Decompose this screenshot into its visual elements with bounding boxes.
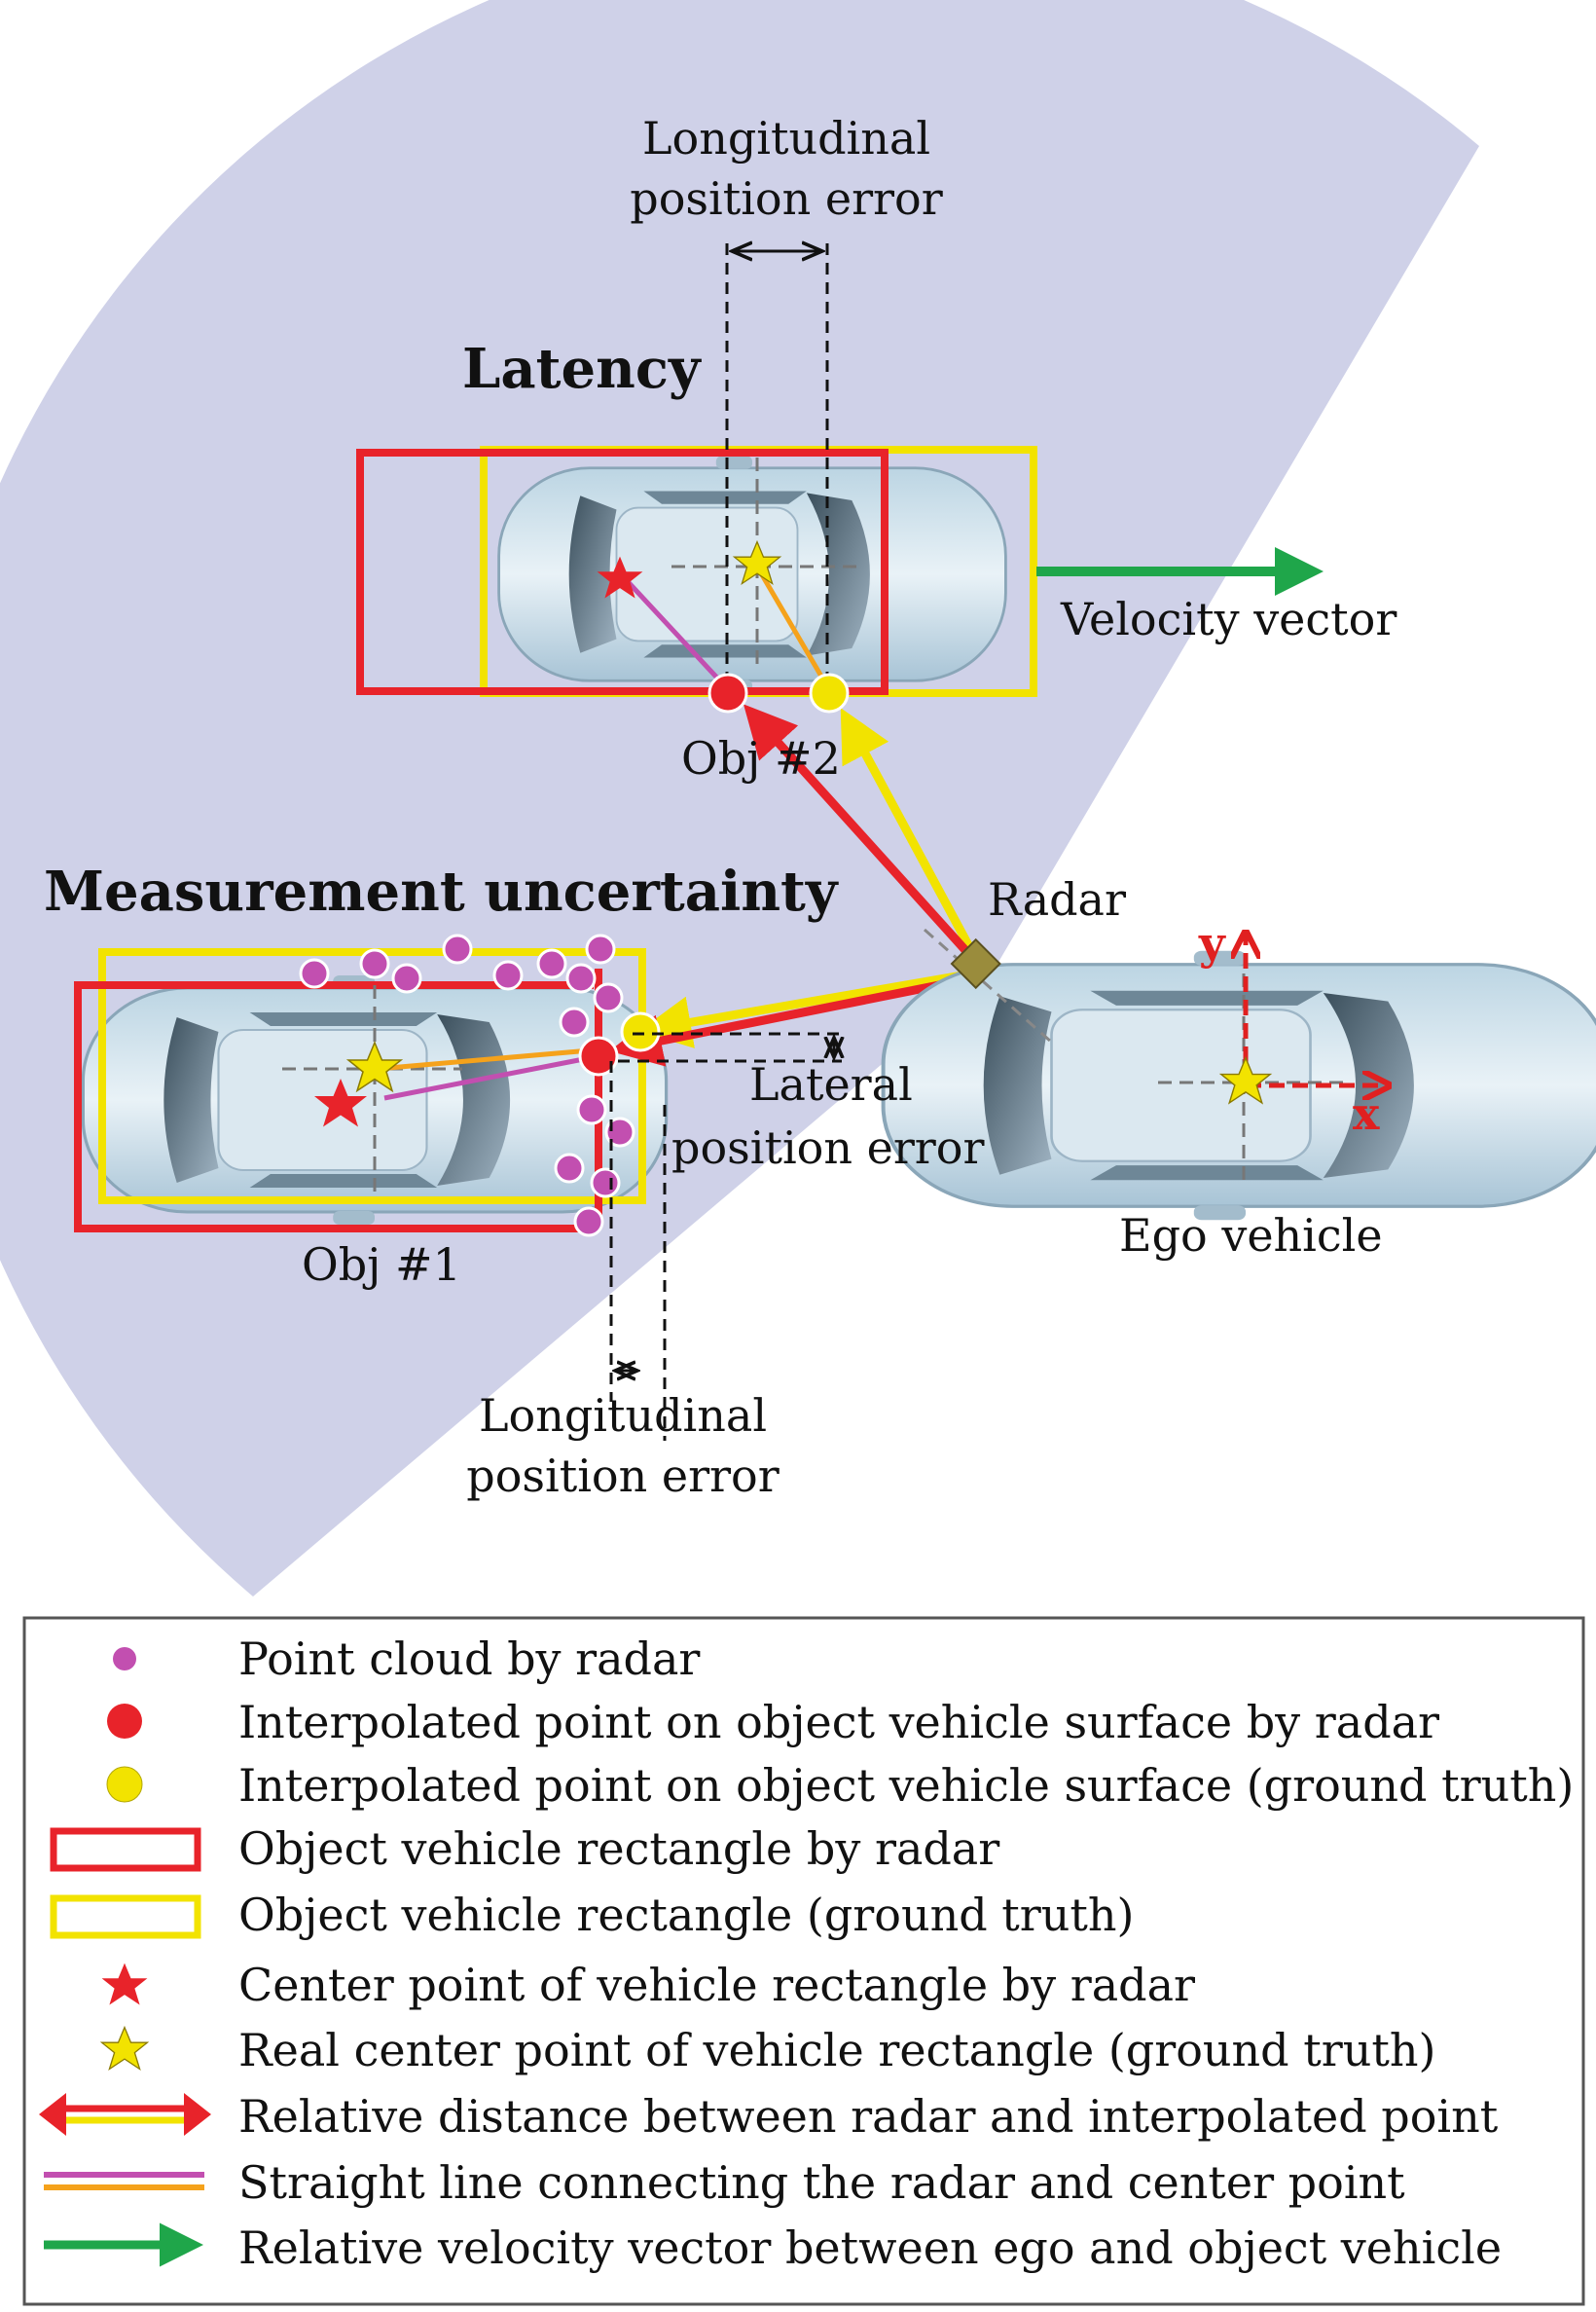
red-rectangle-icon (50, 1827, 201, 1872)
legend-text-10: Relative velocity vector between ego and… (238, 2221, 1502, 2274)
obj2-radar-rectangle (356, 449, 889, 695)
yellow-dot-icon (106, 1766, 143, 1803)
obj2-distance-truth (840, 708, 977, 957)
radar-label: Radar (988, 873, 1126, 926)
legend-box (22, 1616, 1585, 2306)
legend-text-3: Interpolated point on object vehicle sur… (238, 1759, 1574, 1812)
double-line-icon (44, 2172, 204, 2190)
obj2-center-line-radar (621, 574, 727, 688)
long-error-top-label-1: Longitudinal (642, 112, 930, 165)
legend-text-7: Real center point of vehicle rectangle (… (238, 2024, 1435, 2076)
obj2-distance-radar (743, 704, 977, 963)
obj1-radar-interp-point (578, 1036, 619, 1077)
ego-axis-x-label: x (1353, 1087, 1380, 1140)
obj2-truth-interp-point (809, 673, 850, 714)
legend-text-4: Object vehicle rectangle by radar (238, 1822, 999, 1875)
ego-axis-y-label: y (1198, 917, 1226, 970)
obj2-radar-interp-point (707, 673, 748, 714)
obj1-center-line-radar (383, 1053, 599, 1101)
long-error-bottom-label-2: position error (466, 1450, 779, 1502)
long-error-bottom-label-1: Longitudinal (479, 1389, 767, 1442)
legend-text-5: Object vehicle rectangle (ground truth) (238, 1889, 1134, 1941)
obj2-label: Obj #2 (681, 732, 841, 785)
obj1-distance-truth (638, 969, 974, 1048)
radar-fov-sector (0, 0, 1479, 1596)
obj1-radar-rectangle (74, 981, 594, 1232)
red-dot-icon (107, 1704, 142, 1739)
obj1-point-cloud (299, 934, 635, 1237)
obj1-label: Obj #1 (302, 1238, 461, 1291)
long-error-top-label-2: position error (630, 172, 942, 225)
obj1-truth-interp-point (620, 1011, 661, 1052)
double-arrow-icon (39, 2093, 211, 2136)
obj1-distance-radar (609, 973, 974, 1067)
ego-vehicle-label: Ego vehicle (1119, 1209, 1383, 1262)
radar-sensor-icon (924, 928, 1052, 1044)
obj1-center-line-truth (377, 1046, 602, 1072)
legend-text-6: Center point of vehicle rectangle by rad… (238, 1959, 1195, 2011)
yellow-rectangle-icon (50, 1894, 201, 1939)
point-cloud-icon (113, 1647, 136, 1670)
lateral-error-label-1: Lateral (749, 1058, 913, 1111)
legend: Point cloud by radar Interpolated point … (22, 1616, 1585, 2306)
legend-text-9: Straight line connecting the radar and c… (238, 2156, 1405, 2209)
lateral-error-label-2: position error (671, 1121, 984, 1174)
legend-text-8: Relative distance between radar and inte… (238, 2090, 1499, 2143)
obj2-center-line-truth (754, 565, 830, 688)
legend-text-1: Point cloud by radar (238, 1633, 700, 1685)
legend-text-2: Interpolated point on object vehicle sur… (238, 1696, 1439, 1748)
latency-label: Latency (462, 337, 702, 401)
velocity-vector-label: Velocity vector (1060, 593, 1396, 645)
measurement-uncertainty-label: Measurement uncertainty (44, 860, 839, 924)
